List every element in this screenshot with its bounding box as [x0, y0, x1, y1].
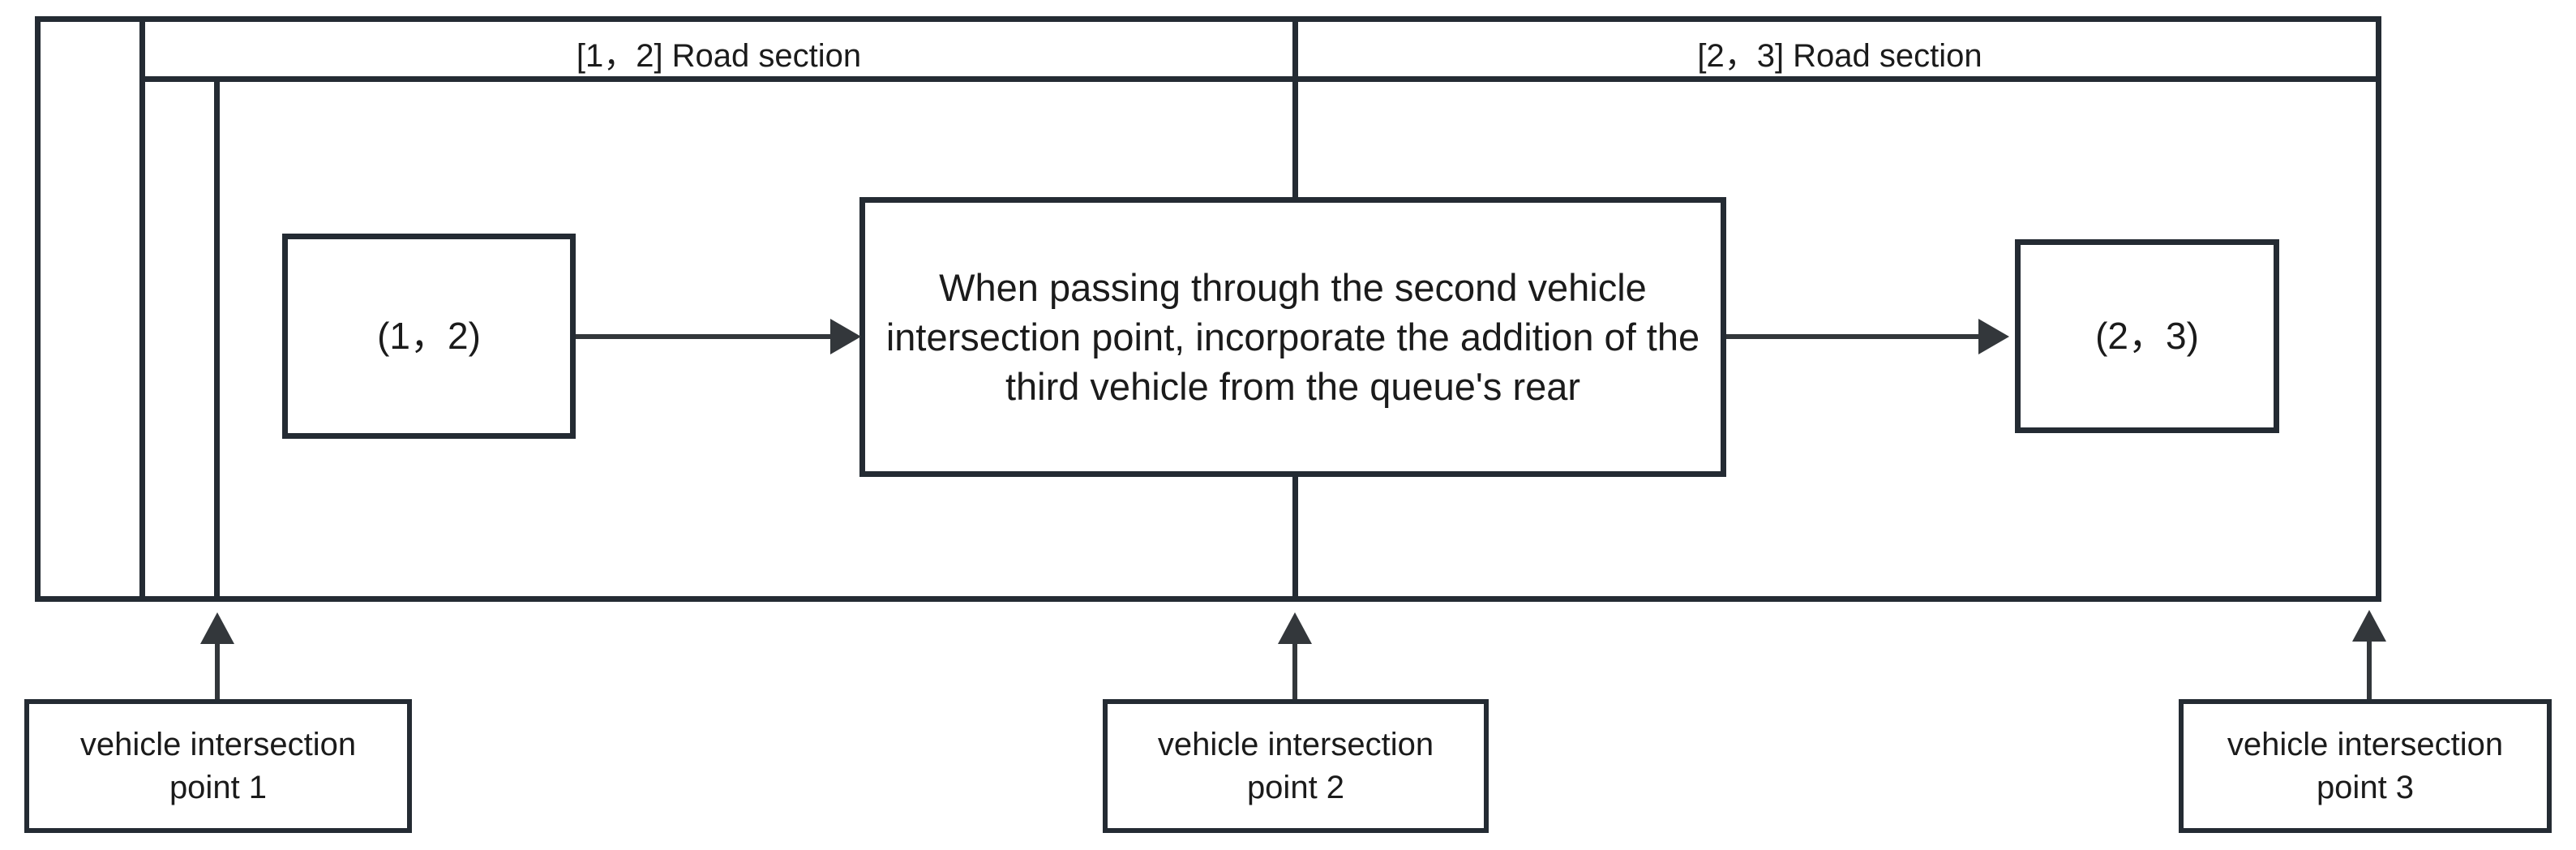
intersection-point-3-callout[interactable]: vehicle intersection point 3	[2179, 699, 2552, 833]
state-box-2-3[interactable]: (2，3)	[2015, 239, 2279, 433]
section-header-divider	[139, 76, 2381, 82]
callout-arrow-3-shaft	[2367, 641, 2372, 701]
callout-arrow-2-head-icon	[1278, 612, 1312, 644]
state-box-1-2[interactable]: (1，2)	[282, 234, 576, 439]
callout-arrow-2-shaft	[1292, 641, 1297, 701]
road-section-label-12: [1，2] Road section	[576, 38, 862, 74]
flow-arrow-2-shaft	[1726, 334, 1984, 339]
lane-line-outer	[139, 16, 145, 602]
flow-arrow-1-head-icon	[830, 319, 861, 354]
road-section-label-23: [2，3] Road section	[1697, 38, 1982, 74]
state-box-transition-note[interactable]: When passing through the second vehicle …	[859, 197, 1726, 477]
flow-arrow-2-head-icon	[1978, 319, 2009, 354]
callout-arrow-1-shaft	[215, 641, 220, 701]
road-frame	[35, 16, 2381, 602]
callout-arrow-3-head-icon	[2352, 610, 2386, 642]
intersection-point-2-callout[interactable]: vehicle intersection point 2	[1103, 699, 1489, 833]
lane-line-inner	[214, 76, 220, 602]
intersection-point-1-callout[interactable]: vehicle intersection point 1	[24, 699, 412, 833]
callout-arrow-1-head-icon	[200, 612, 234, 644]
flow-arrow-1-shaft	[576, 334, 843, 339]
